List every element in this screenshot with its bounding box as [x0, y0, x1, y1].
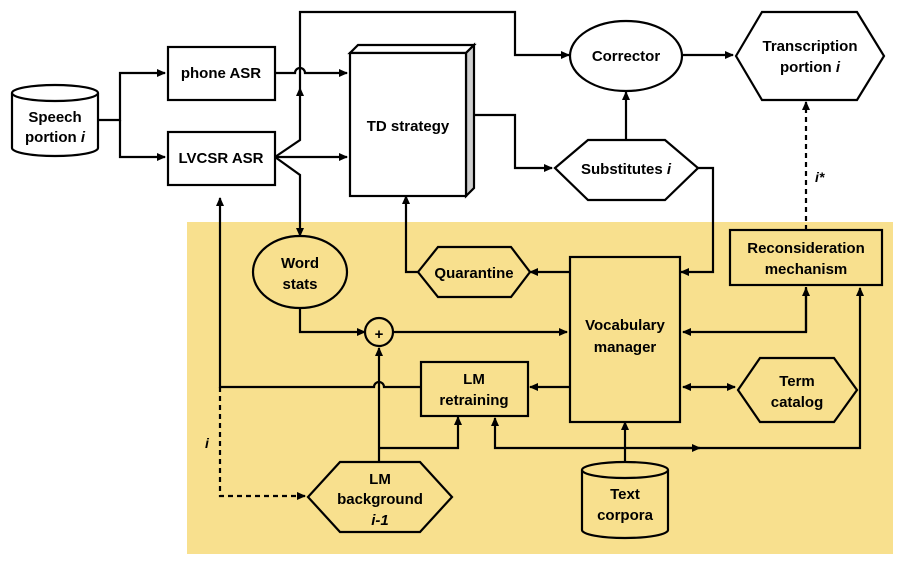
speech-label-line1: Speech — [28, 109, 81, 126]
word-stats-line2: stats — [282, 276, 317, 293]
lm-retraining-node: LM retraining — [419, 360, 530, 418]
td-strategy-label: TD strategy — [367, 118, 450, 135]
lm-background-line2: background — [337, 491, 423, 508]
word-stats-line1: Word — [281, 255, 319, 272]
lm-retraining-line2: retraining — [439, 392, 508, 409]
speech-label-line2: portion i — [25, 129, 86, 146]
substitutes-node: Substitutes i — [553, 138, 700, 202]
lm-background-line1: LM — [369, 471, 391, 488]
lm-background-node: LM background i-1 — [306, 460, 454, 534]
lvcsr-asr-node: LVCSR ASR — [166, 130, 277, 187]
transcription-portion-node: Transcription portion i — [734, 10, 886, 102]
lm-retraining-line1: LM — [463, 371, 485, 388]
text-corpora-line1: Text — [610, 486, 640, 503]
lvcsr-asr-label: LVCSR ASR — [178, 150, 263, 167]
vocabulary-manager-line1: Vocabulary — [585, 317, 665, 334]
lm-background-line3: i-1 — [371, 512, 389, 529]
reconsideration-line1: Reconsideration — [747, 240, 865, 257]
transcription-label-line2: portion i — [780, 59, 841, 76]
term-catalog-line1: Term — [779, 373, 815, 390]
corrector-node: Corrector — [568, 19, 684, 93]
vocabulary-manager-line2: manager — [594, 339, 657, 356]
phone-asr-label: phone ASR — [181, 65, 261, 82]
phone-asr-node: phone ASR — [166, 45, 277, 102]
speech-portion-node: Speech portion i — [10, 83, 100, 158]
word-stats-node: Word stats — [251, 234, 349, 310]
term-catalog-node: Term catalog — [736, 356, 859, 424]
vocabulary-manager-node: Vocabulary manager — [568, 255, 682, 424]
term-catalog-line2: catalog — [771, 394, 824, 411]
text-corpora-line2: corpora — [597, 507, 654, 524]
td-strategy-node: TD strategy — [347, 42, 477, 199]
transcription-label-line1: Transcription — [762, 38, 857, 55]
quarantine-node: Quarantine — [416, 245, 532, 299]
plus-symbol: + — [375, 326, 384, 343]
reconsideration-node: Reconsideration mechanism — [728, 228, 884, 287]
edge-label-i-star: i* — [815, 169, 825, 185]
plus-junction: + — [363, 316, 395, 348]
quarantine-label: Quarantine — [434, 265, 513, 282]
text-corpora-node: Text corpora — [580, 460, 670, 540]
substitutes-label: Substitutes i — [581, 161, 672, 178]
corrector-label: Corrector — [592, 48, 661, 65]
edge-label-i: i — [205, 435, 210, 451]
edges — [97, 10, 864, 500]
reconsideration-line2: mechanism — [765, 261, 848, 278]
